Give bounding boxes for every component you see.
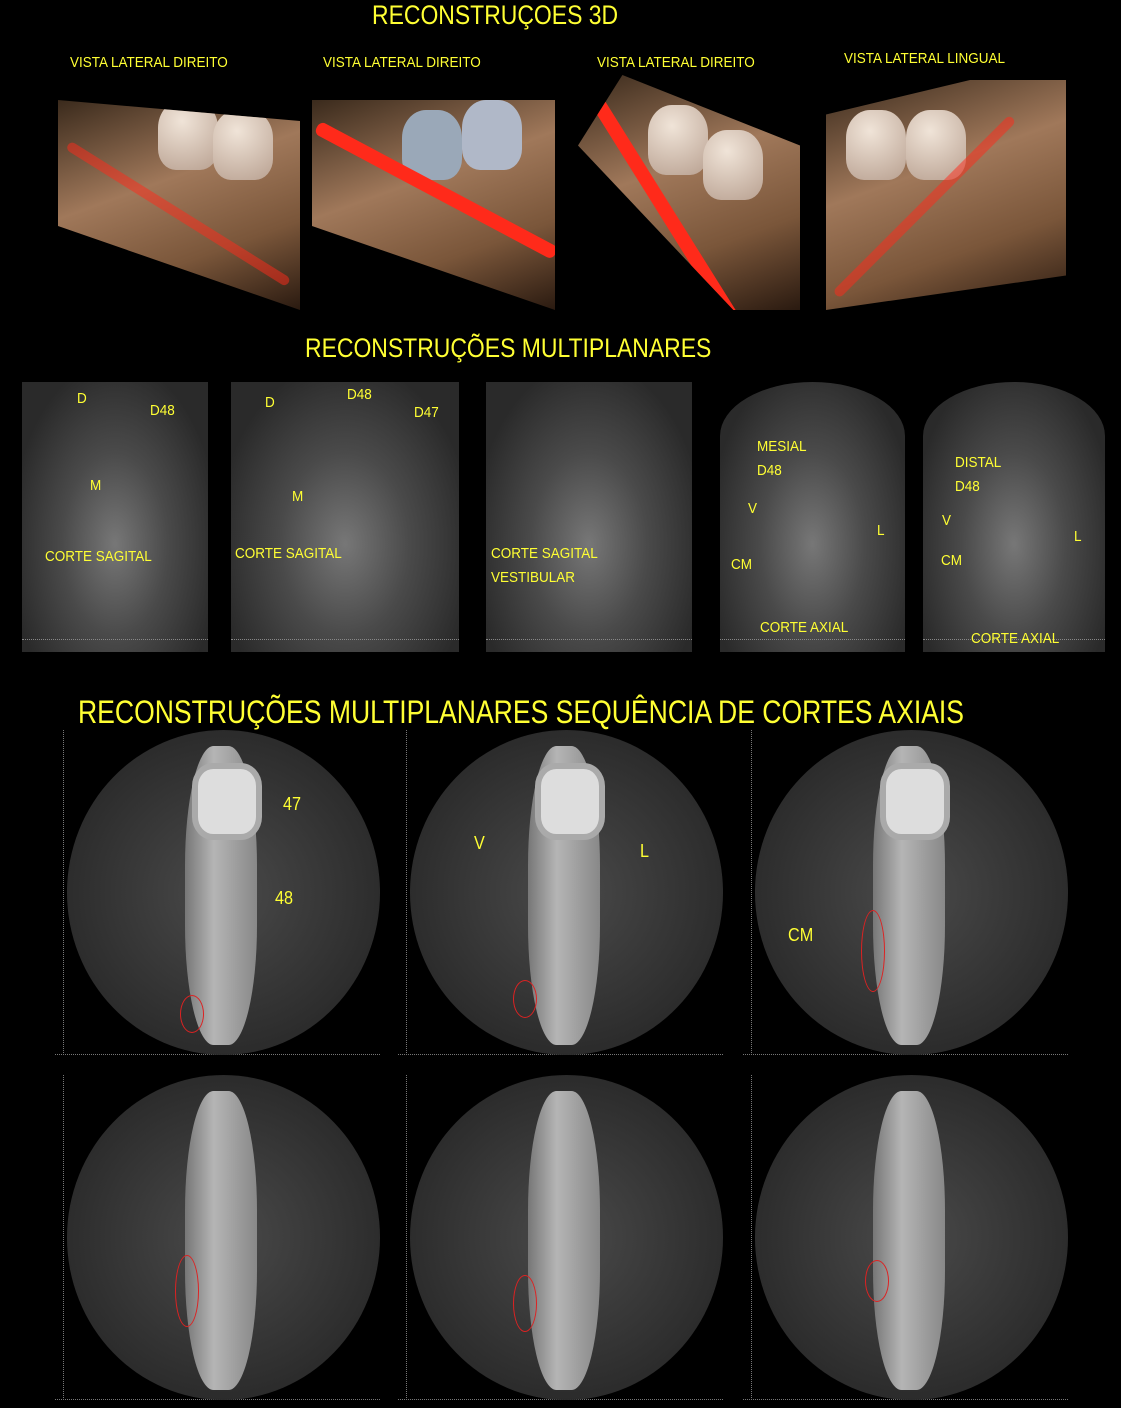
title-axial-sequence: RECONSTRUÇÕES MULTIPLANARES SEQUÊNCIA DE… <box>78 694 965 730</box>
label-d48: D48 <box>955 478 980 495</box>
render-3d-1 <box>58 100 300 310</box>
label-corte-sagital: CORTE SAGITAL <box>45 548 152 565</box>
label-d47: D47 <box>414 404 439 421</box>
label-cm: CM <box>731 556 752 573</box>
view-label-2: VISTA LATERAL DIREITO <box>323 54 481 71</box>
label-m: M <box>90 477 102 494</box>
label-vestibular: VESTIBULAR <box>491 569 576 586</box>
label-v: V <box>942 512 952 529</box>
label-v: V <box>748 500 758 517</box>
label-m: M <box>292 488 304 505</box>
view-label-4: VISTA LATERAL LINGUAL <box>844 50 1006 67</box>
label-v: V <box>474 833 485 853</box>
axial-slice-4 <box>55 1075 380 1400</box>
mpr-sagittal-2: D D48 D47 M CORTE SAGITAL <box>231 382 459 652</box>
label-d48: D48 <box>757 462 782 479</box>
axial-slice-6 <box>743 1075 1068 1400</box>
label-d48: D48 <box>150 402 175 419</box>
label-distal: DISTAL <box>955 454 1002 471</box>
label-48: 48 <box>275 888 294 908</box>
label-d: D <box>265 394 275 411</box>
axial-slice-5 <box>398 1075 723 1400</box>
axial-slice-2: V L <box>398 730 723 1055</box>
mpr-sagittal-vestibular: CORTE SAGITAL VESTIBULAR <box>486 382 692 652</box>
axial-slice-1: 47 48 <box>55 730 380 1055</box>
label-cm: CM <box>941 552 962 569</box>
render-3d-3 <box>578 75 800 310</box>
view-label-1: VISTA LATERAL DIREITO <box>70 54 228 71</box>
mpr-axial-distal: DISTAL D48 V L CM CORTE AXIAL <box>923 382 1105 652</box>
mpr-axial-mesial: MESIAL D48 V L CM CORTE AXIAL <box>720 382 905 652</box>
mpr-sagittal-1: D M D48 CORTE SAGITAL <box>22 382 208 652</box>
view-label-3: VISTA LATERAL DIREITO <box>597 54 755 71</box>
label-corte-sagital: CORTE SAGITAL <box>235 545 342 562</box>
label-mesial: MESIAL <box>757 438 807 455</box>
label-cm: CM <box>788 925 814 945</box>
label-l: L <box>877 522 885 539</box>
label-47: 47 <box>283 794 302 814</box>
render-3d-4 <box>826 80 1066 310</box>
label-corte-sagital: CORTE SAGITAL <box>491 545 598 562</box>
label-l: L <box>640 841 650 861</box>
title-multiplanar: RECONSTRUÇÕES MULTIPLANARES <box>305 333 712 363</box>
label-corte-axial: CORTE AXIAL <box>760 619 849 636</box>
label-l: L <box>1074 528 1082 545</box>
axial-slice-3: CM <box>743 730 1068 1055</box>
label-d: D <box>77 390 87 407</box>
title-3d: RECONSTRUÇOES 3D <box>372 0 619 30</box>
label-corte-axial: CORTE AXIAL <box>971 630 1060 647</box>
render-3d-2 <box>312 100 555 310</box>
label-d48: D48 <box>347 386 372 403</box>
